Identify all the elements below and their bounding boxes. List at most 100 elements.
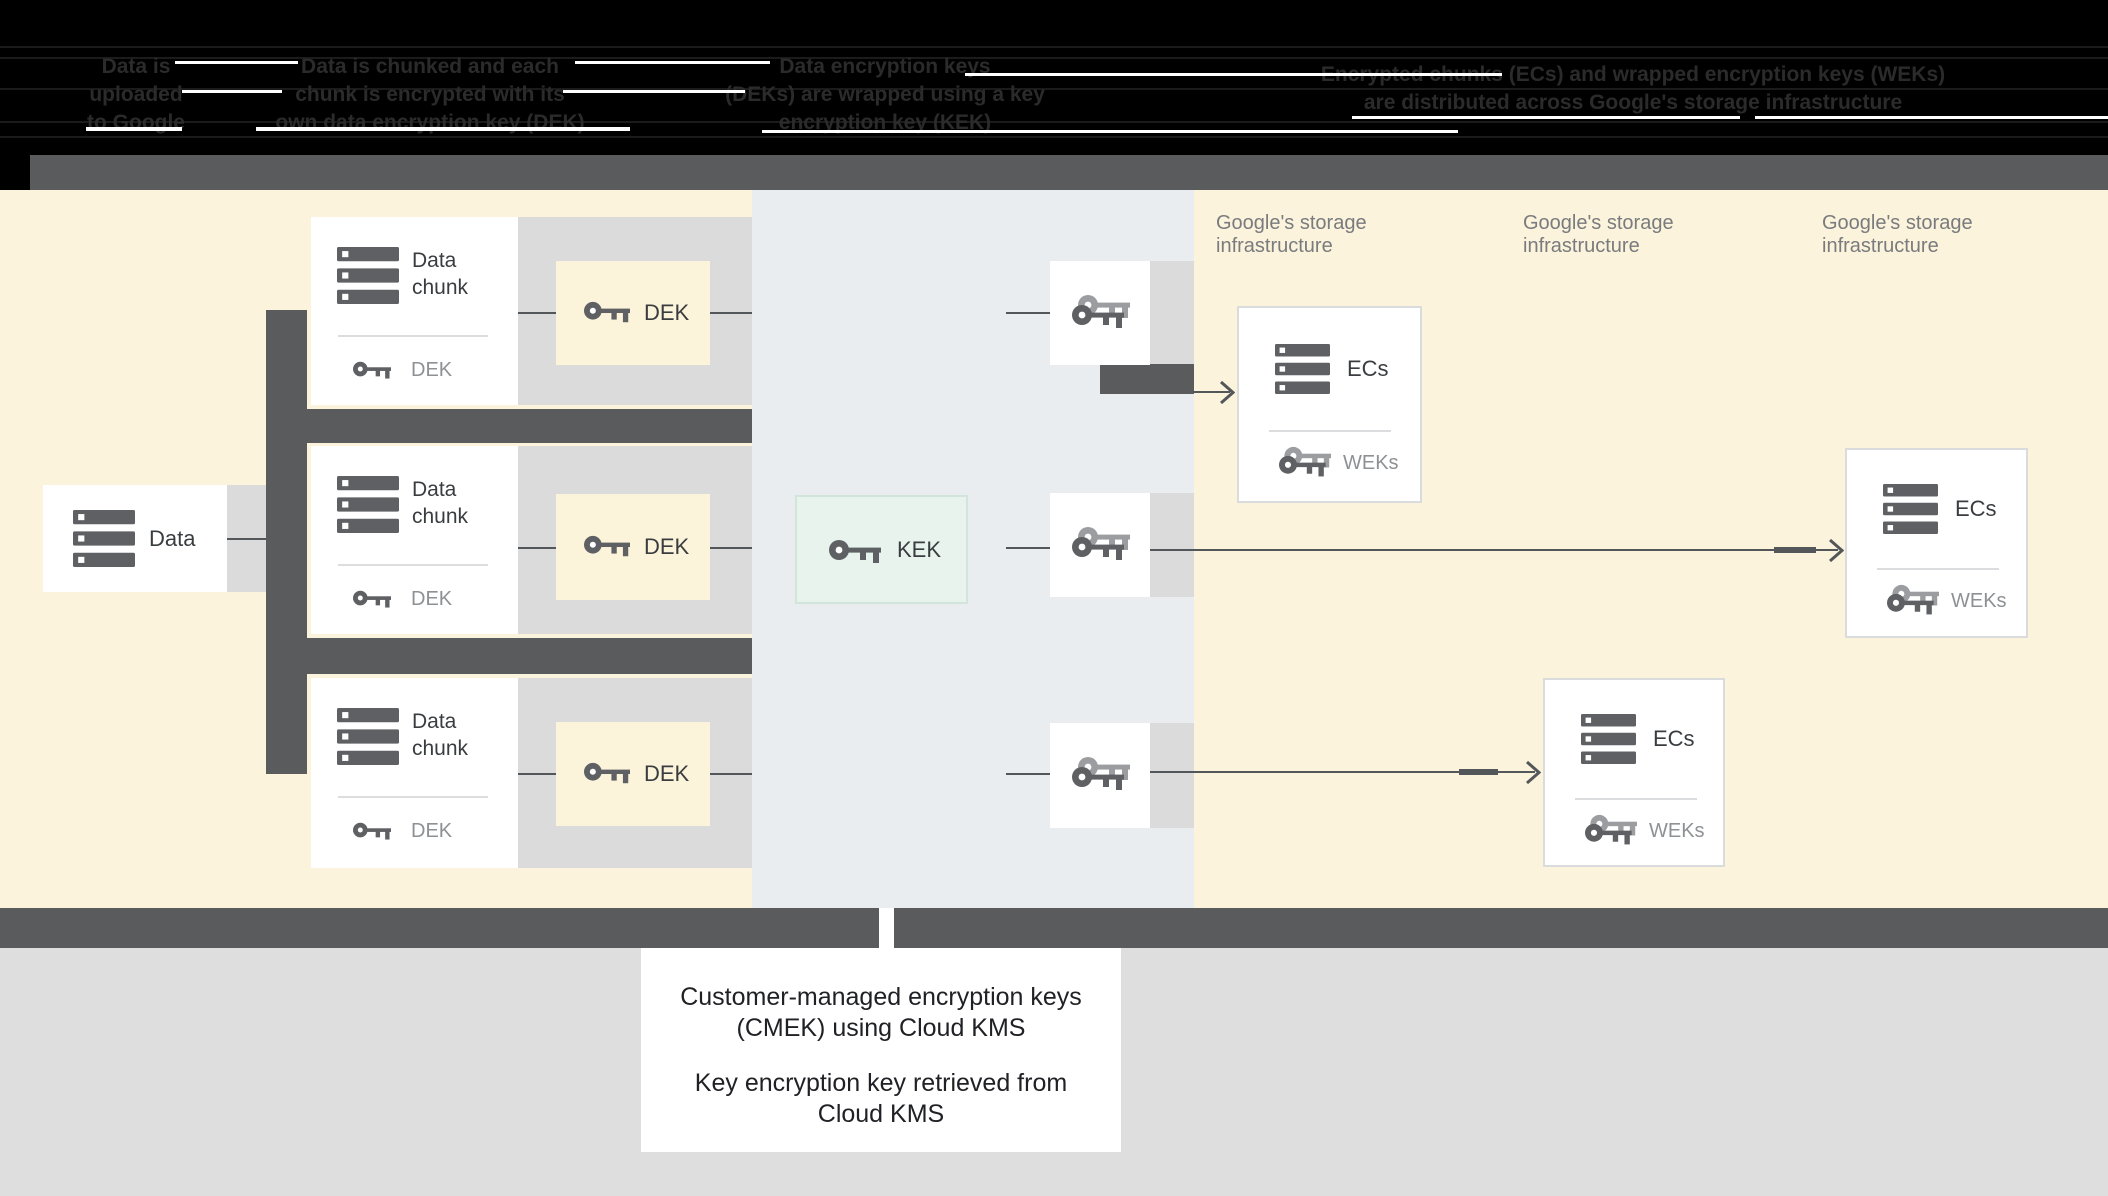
wrapping-key-box [1050,493,1150,597]
ecs-box-label: ECs [1955,496,1997,521]
dek-box: DEK [556,722,710,826]
connector-band [1150,723,1194,828]
connector-line [710,312,752,314]
redacted-underline [182,90,282,93]
stacked-keys-icon [1279,446,1331,480]
kek-box-label: KEK [897,537,942,562]
connector-line [1150,771,1535,773]
bottom-separator-band [0,908,2108,948]
connector-line [1006,312,1050,314]
chunk-title-line: Data [412,249,457,272]
note-line: (DEKs) are wrapped using a key [725,83,1045,106]
key-icon [584,535,630,558]
database-icon [337,708,399,765]
divider [338,564,488,566]
connector-line [518,773,556,775]
connector-line [1193,391,1230,393]
note-line: encryption key (KEK) [778,111,992,134]
cmek-caption-line: Customer-managed encryption keys [680,983,1082,1011]
connector-line [518,312,556,314]
note-step-1: Data is uploaded to Google [36,53,236,137]
chunk-title-line: Data [412,478,457,501]
database-icon [337,247,399,304]
note-step-3: Data encryption keys (DEKs) are wrapped … [710,53,1060,137]
redacted-underline [563,90,745,93]
connector-line-bold [1459,769,1498,775]
chunk-key-label: DEK [411,359,453,381]
stacked-keys-icon [1585,814,1637,848]
storage-label-line: infrastructure [1216,235,1333,257]
note-line: Data encryption keys [779,55,991,78]
divider [0,46,2108,48]
redacted-underline [575,61,770,64]
data-chunk-box: Data chunk DEK [311,446,518,634]
connector-line [227,538,266,540]
chunk-title-line: chunk [412,276,469,299]
note-step-2: Data is chunked and each chunk is encryp… [255,53,605,137]
database-icon [1883,484,1938,534]
top-separator-band [30,155,2108,190]
trunk-connector [266,310,307,774]
note-line: Data is [101,55,171,78]
note-line: Encrypted chunks (ECs) and wrapped encry… [1320,63,1946,86]
redacted-underline [1352,116,1740,119]
data-chunk-box: Data chunk DEK [311,217,518,405]
redacted-underline [1755,116,2108,119]
storage-infrastructure-label: Google's storage infrastructure [1822,212,2022,258]
connector-line [518,547,556,549]
dek-box-label: DEK [644,300,690,325]
wrapping-key-box [1050,723,1150,828]
chunk-title-line: Data [412,710,457,733]
database-icon [337,476,399,533]
arrow-head-icon [1525,760,1541,785]
divider [0,88,2108,90]
data-box-label: Data [149,526,196,551]
key-icon [353,822,391,841]
data-box: Data [43,485,227,592]
divider [0,136,2108,138]
cmek-caption-line: Cloud KMS [817,1100,945,1128]
storage-label-line: infrastructure [1822,235,1939,257]
redacted-underline [175,61,298,64]
chunk-title-line: chunk [412,737,469,760]
dek-box-label: DEK [644,534,690,559]
arrow-head-icon [1828,538,1844,563]
note-line: Data is chunked and each [301,55,559,78]
key-icon [353,590,391,609]
stacked-keys-icon [1887,584,1939,618]
key-icon [584,301,630,324]
data-chunk-box: Data chunk DEK [311,678,518,868]
weks-label: WEKs [1951,590,2007,612]
thick-connector [266,638,752,674]
note-line: own data encryption key (DEK) [275,111,585,134]
weks-label: WEKs [1343,452,1399,474]
wrapping-key-box [1050,261,1150,365]
divider [1877,568,1999,570]
storage-infrastructure-label: Google's storage infrastructure [1523,212,1723,258]
divider [338,796,488,798]
redacted-underline [762,130,1458,133]
note-line: chunk is encrypted with its [295,83,565,106]
connector-line [1150,549,1838,551]
kek-box: KEK [795,495,968,604]
ecs-box-label: ECs [1347,356,1389,381]
divider [1575,798,1697,800]
chunk-key-label: DEK [411,588,453,610]
key-icon [353,361,391,380]
connector-line [1006,773,1050,775]
dek-box: DEK [556,261,710,365]
chunk-title: Data chunk [412,247,468,301]
storage-label-line: Google's storage [1216,212,1367,234]
dek-box-label: DEK [644,761,690,786]
cmek-caption-box: Customer-managed encryption keys (CMEK) … [641,948,1121,1152]
storage-label-line: Google's storage [1523,212,1674,234]
weks-label: WEKs [1649,820,1705,842]
chunk-title: Data chunk [412,708,468,762]
connector-band [1150,493,1194,597]
redacted-underline [256,127,630,131]
ecs-box: ECs WEKs [1543,678,1725,867]
chunk-key-label: DEK [411,820,453,842]
connector-line [1006,547,1050,549]
connector-line [710,547,752,549]
chunk-title: Data chunk [412,476,468,530]
